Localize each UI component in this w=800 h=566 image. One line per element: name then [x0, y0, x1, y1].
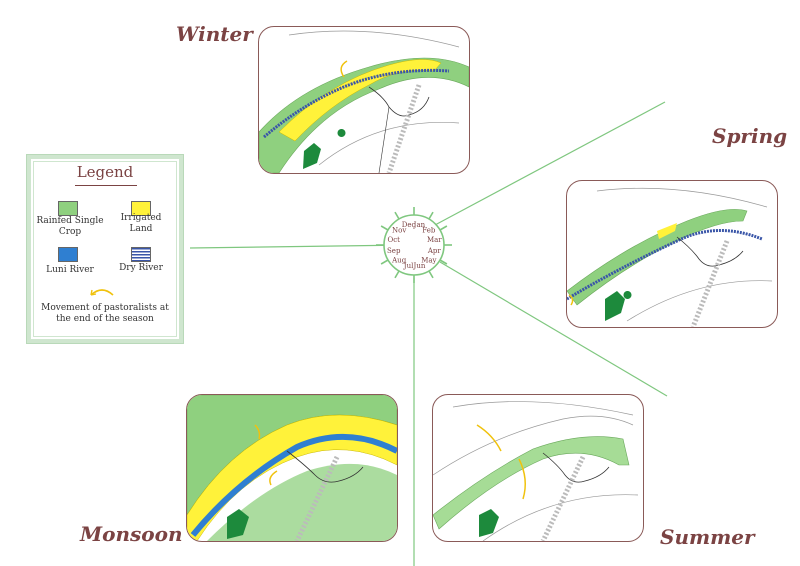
- mountains: [294, 455, 340, 541]
- season-label-winter: Winter: [176, 22, 253, 46]
- legend: Legend Rainfed Single Crop Irrigated Lan…: [26, 154, 184, 344]
- season-label-summer: Summer: [660, 525, 755, 549]
- legend-label-movement: Movement of pastoralists at the end of t…: [41, 303, 169, 324]
- month-label-oct: Oct: [387, 236, 400, 244]
- rainfed-area: [433, 436, 630, 530]
- mountains: [690, 240, 730, 327]
- dry-river: [263, 68, 450, 139]
- map-panel-winter: [258, 26, 470, 174]
- movement-arrow: [568, 294, 574, 306]
- month-label-may: May: [421, 256, 436, 264]
- month-label-sep: Sep: [387, 247, 401, 255]
- map-panel-summer: [432, 394, 644, 542]
- dry-river: [567, 229, 763, 301]
- rainfed-area: [567, 209, 748, 306]
- movement-arrow-icon: [90, 289, 114, 296]
- legend-swatch-dry-river: [131, 247, 151, 262]
- month-label-mar: Mar: [427, 236, 442, 244]
- forest-patch: [227, 509, 249, 539]
- clock-tick: [439, 225, 448, 231]
- movement-arrow: [476, 424, 502, 452]
- legend-swatch-rainfed: [58, 201, 78, 216]
- legend-swatch-irrigated: [131, 201, 151, 216]
- legend-swatch-luni: [58, 247, 78, 262]
- season-label-spring: Spring: [712, 124, 788, 148]
- line-to-spring: [434, 101, 666, 226]
- movement-arrow: [340, 60, 348, 78]
- line-to-summer: [439, 261, 668, 397]
- clock-tick: [428, 270, 434, 279]
- legend-label-luni: Luni River: [46, 265, 94, 275]
- legend-label-rainfed: Rainfed Single Crop: [36, 216, 104, 237]
- forest-patch: [479, 509, 499, 537]
- mountains: [540, 455, 586, 541]
- forest-patch: [605, 291, 625, 321]
- map-panel-spring: [566, 180, 778, 328]
- season-label-monsoon: Monsoon: [80, 522, 183, 546]
- clock-tick: [380, 225, 389, 231]
- clock-tick: [439, 259, 448, 265]
- month-label-dec: Dec: [402, 221, 416, 229]
- legend-title: Legend: [76, 163, 134, 181]
- line-to-legend: [189, 244, 411, 249]
- month-label-jan: Jan: [413, 221, 426, 229]
- map-panel-monsoon: [186, 394, 398, 542]
- month-label-feb: Feb: [422, 227, 436, 235]
- month-label-apr: Apr: [427, 247, 442, 255]
- month-label-nov: Nov: [392, 227, 406, 235]
- month-label-jul: Jul: [403, 262, 414, 270]
- clock-tick: [380, 259, 389, 265]
- irrigated-area: [278, 59, 442, 142]
- irrigated-area: [187, 414, 397, 541]
- clock-tick: [394, 211, 400, 220]
- clock-tick: [394, 270, 400, 279]
- clock-tick: [428, 211, 434, 220]
- forest-patch: [303, 143, 321, 169]
- month-label-jun: Jun: [413, 262, 426, 270]
- luni-river: [190, 433, 397, 537]
- legend-label-dry-river: Dry River: [119, 263, 163, 273]
- legend-label-irrigated: Irrigated Land: [120, 213, 162, 234]
- month-label-aug: Aug: [391, 256, 407, 264]
- movement-arrow: [254, 424, 261, 440]
- mountains: [386, 84, 422, 173]
